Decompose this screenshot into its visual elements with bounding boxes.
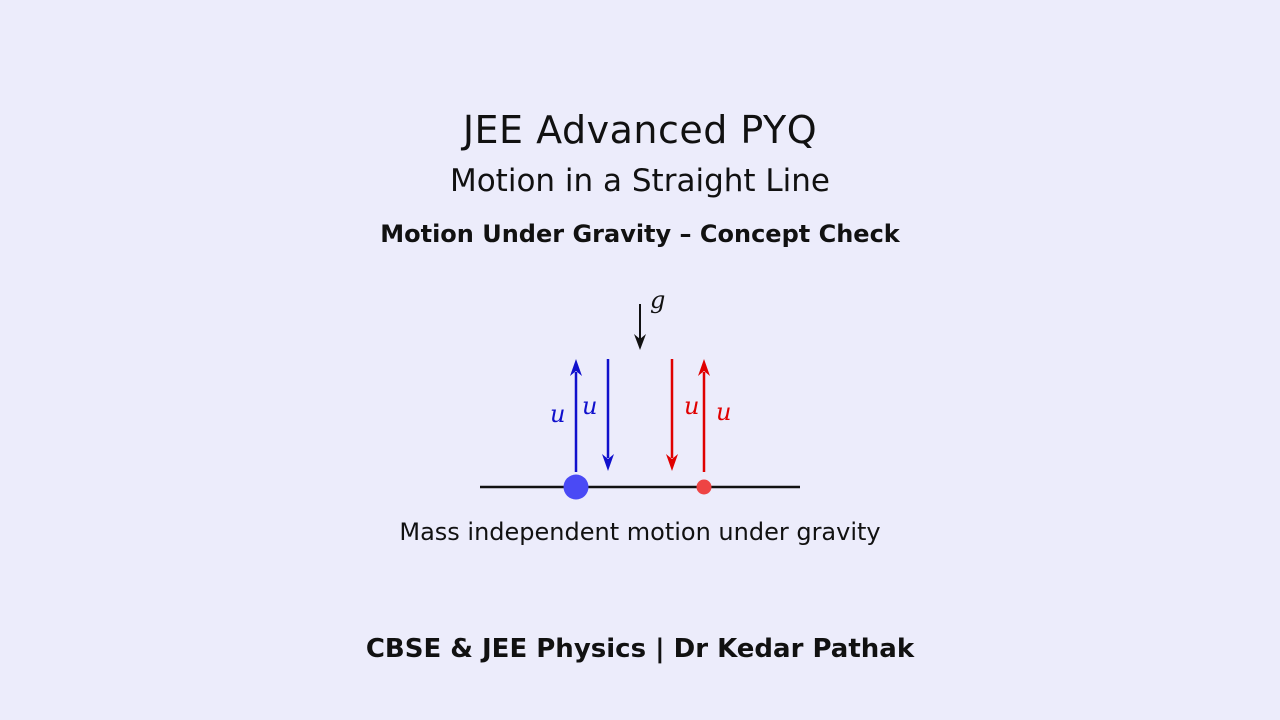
red-ball-light [696,479,712,495]
blue-ball-heavy [563,474,589,500]
blue-up-arrow [570,359,582,472]
red-up-label: u [716,398,731,426]
slide-topic: Motion Under Gravity – Concept Check [380,220,900,248]
diagram-caption: Mass independent motion under gravity [399,518,881,546]
slide-footer: CBSE & JEE Physics | Dr Kedar Pathak [365,634,915,664]
red-down-arrow [666,359,678,471]
red-up-arrow [698,359,710,472]
gravity-label: g [650,286,665,314]
red-down-label: u [684,392,699,420]
gravity-arrow [634,304,646,350]
blue-up-label: u [550,400,565,428]
blue-down-label: u [582,392,597,420]
slide-subtitle: Motion in a Straight Line [449,163,831,199]
slide-title: JEE Advanced PYQ [462,108,818,152]
blue-down-arrow [602,359,614,471]
